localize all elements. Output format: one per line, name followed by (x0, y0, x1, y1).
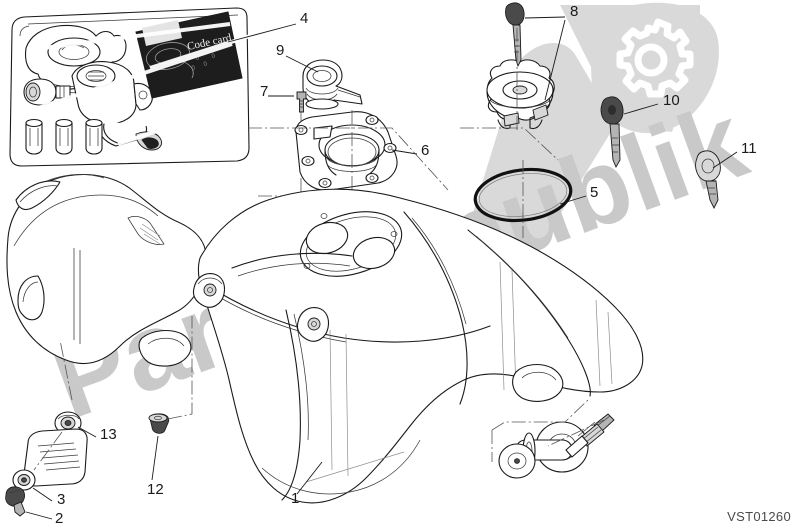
tank-mount-bolt (565, 413, 615, 458)
leader-12 (151, 435, 159, 481)
callout-1: 1 (291, 490, 300, 507)
callout-9: 9 (276, 42, 285, 59)
callout-11: 11 (741, 140, 757, 157)
leader-3 (32, 487, 53, 502)
washer-grommet (12, 469, 36, 491)
svg-text:0: 0 (203, 61, 208, 68)
leader-1 (296, 461, 323, 495)
kit-lock-cylinders (25, 118, 103, 155)
o-ring-seal (473, 167, 573, 223)
key-black (600, 96, 624, 169)
tank-mount-hardware (491, 399, 615, 479)
fuel-tank-cap (486, 59, 555, 130)
part-number-label: VST01260 (727, 509, 791, 524)
tank-boss-left (192, 273, 226, 308)
callout-7: 7 (260, 83, 269, 100)
cradle-8 (460, 127, 559, 161)
cap-key (505, 2, 525, 68)
leader-8a (524, 16, 566, 19)
callout-2: 2 (55, 510, 64, 527)
leader-13 (77, 426, 97, 438)
svg-text:0: 0 (211, 53, 216, 60)
leader-8b (544, 19, 566, 101)
fuel-tank (6, 174, 644, 504)
callout-6: 6 (421, 142, 430, 159)
tank-grommet (54, 411, 82, 435)
callout-5: 5 (590, 184, 599, 201)
callout-8: 8 (570, 3, 579, 20)
leader-4 (227, 23, 297, 43)
fuel-vent-valve (302, 59, 363, 110)
leader-10 (623, 103, 659, 115)
callout-3: 3 (57, 491, 66, 508)
axis-12 (167, 316, 193, 420)
callout-10: 10 (663, 92, 680, 109)
leader-9 (285, 55, 319, 73)
svg-text:0: 0 (191, 65, 196, 72)
key-grey (695, 150, 721, 210)
rubber-pin (148, 413, 170, 434)
screw-small (5, 486, 26, 517)
axis-13 (59, 339, 73, 401)
tank-boss-right (296, 307, 330, 342)
flange-screw (296, 91, 307, 113)
callout-12: 12 (147, 481, 164, 498)
axis-3 (33, 431, 63, 471)
callout-4: 4 (300, 10, 309, 27)
leader-2 (25, 511, 53, 520)
gear-icon (616, 18, 694, 98)
leader-5 (559, 195, 587, 205)
callout-13: 13 (100, 426, 117, 443)
kit-barrel-lock (23, 78, 71, 106)
leader-6 (391, 149, 418, 155)
lock-kit-box: Code card 0 0 0 0 (9, 7, 251, 167)
cradle-6a (248, 127, 449, 191)
fuel-pump-flange (294, 111, 398, 191)
svg-text:0: 0 (195, 55, 200, 62)
leader-11 (712, 151, 738, 169)
